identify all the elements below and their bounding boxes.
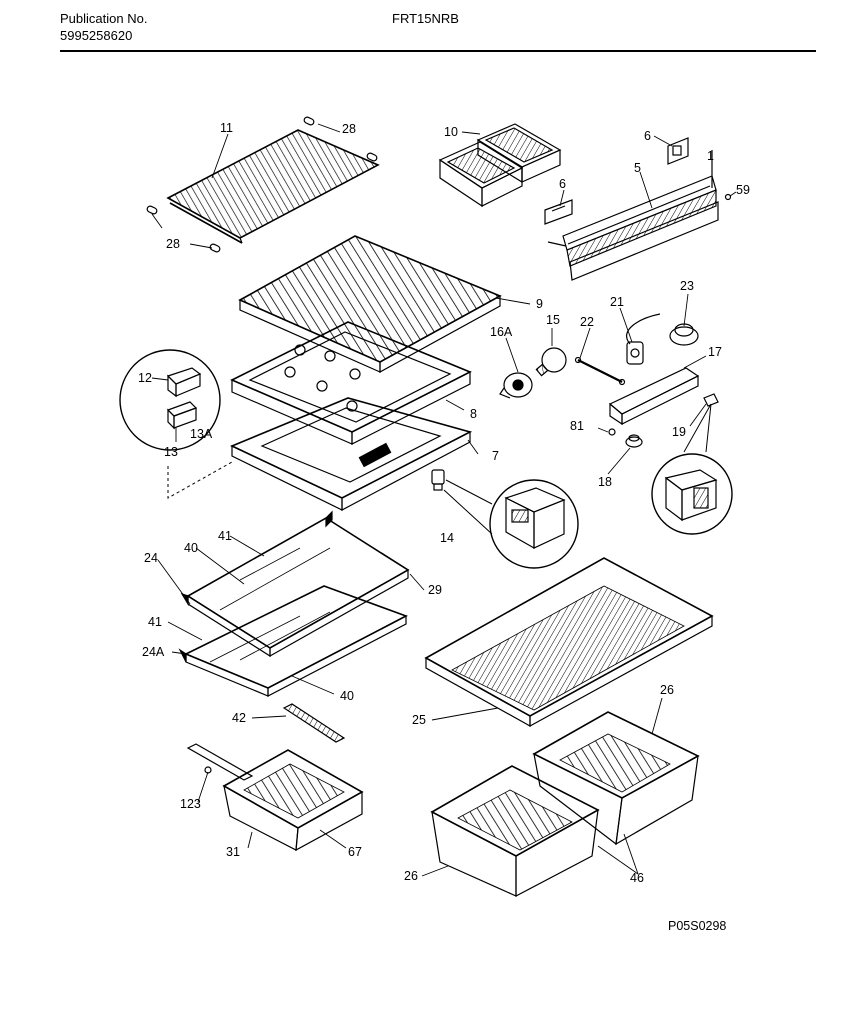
callout-16a: 16A <box>490 325 513 339</box>
shelf-clip <box>209 243 221 253</box>
callout-25: 25 <box>412 713 426 727</box>
callout-46: 46 <box>630 871 644 885</box>
thermostat-knob <box>669 323 699 346</box>
callout-21: 21 <box>610 295 624 309</box>
leader-lines <box>151 123 737 877</box>
lamp-socket <box>499 372 533 399</box>
glass-shelf-upper <box>180 510 410 658</box>
callout-41: 41 <box>218 529 232 543</box>
light-switch <box>626 313 661 365</box>
callout-18: 18 <box>598 475 612 489</box>
detail-circle-motor <box>489 479 579 569</box>
callout-31: 31 <box>226 845 240 859</box>
control-housing <box>608 367 700 426</box>
model-number: FRT15NRB <box>392 11 459 26</box>
callout-5: 5 <box>634 161 641 175</box>
callout-41: 41 <box>148 615 162 629</box>
freezer-floor-shelf <box>238 235 502 374</box>
screw <box>724 193 732 201</box>
screw <box>608 428 616 436</box>
light-switch-small <box>703 393 719 407</box>
publication-label: Publication No. <box>60 11 148 26</box>
callout-1: 1 <box>707 149 714 163</box>
callout-19: 19 <box>672 425 686 439</box>
control-cover-assembly <box>230 321 472 445</box>
callout-14: 14 <box>440 531 454 545</box>
publication-number: 5995258620 <box>60 28 133 43</box>
damper-control <box>166 367 202 430</box>
freezer-wire-shelf <box>166 129 380 244</box>
callout-26: 26 <box>660 683 674 697</box>
callout-13: 13 <box>164 445 178 459</box>
callout-11: 11 <box>220 121 233 135</box>
callout-67: 67 <box>348 845 362 859</box>
control-knob <box>625 434 643 448</box>
callout-24: 24 <box>144 551 158 565</box>
light-shield-bracket <box>667 137 689 165</box>
callout-40: 40 <box>184 541 198 555</box>
drawing-code: P05S0298 <box>668 919 727 933</box>
light-shield-bracket <box>544 199 573 225</box>
light-switch-detail <box>664 469 718 522</box>
damper-motor <box>431 469 445 491</box>
callout-24a: 24A <box>142 645 165 659</box>
callout-6: 6 <box>559 177 566 191</box>
crisper-rail <box>282 703 346 743</box>
detail-circle-damper <box>119 349 221 451</box>
callout-labels: 11 28 28 10 6 6 5 59 1 9 16A 15 22 21 23… <box>138 121 750 885</box>
leader-dashed <box>167 461 233 499</box>
shelf-clip <box>146 205 158 215</box>
callout-28: 28 <box>342 122 356 136</box>
detail-circle-switch <box>651 453 733 535</box>
callout-40: 40 <box>340 689 354 703</box>
meat-keeper-pan <box>222 749 364 852</box>
callout-9: 9 <box>536 297 543 311</box>
callout-59: 59 <box>736 183 750 197</box>
callout-22: 22 <box>580 315 594 329</box>
shelf-clip <box>366 152 378 162</box>
callout-13a: 13A <box>190 427 213 441</box>
callout-15: 15 <box>546 313 560 327</box>
callout-23: 23 <box>680 279 694 293</box>
callout-6: 6 <box>644 129 651 143</box>
ice-trays <box>438 123 562 208</box>
light-bulb <box>535 347 567 377</box>
shelf-clip <box>303 116 315 126</box>
header-rule <box>60 50 816 52</box>
callout-8: 8 <box>470 407 477 421</box>
pan-rail-assembly <box>186 743 254 781</box>
callout-7: 7 <box>492 449 499 463</box>
crisper-pan-right <box>532 711 700 846</box>
control-pan <box>230 397 473 511</box>
callout-81: 81 <box>570 419 584 433</box>
callout-123: 123 <box>180 797 201 811</box>
crisper-cover <box>424 557 714 728</box>
callout-17: 17 <box>708 345 722 359</box>
callout-10: 10 <box>444 125 458 139</box>
callout-42: 42 <box>232 711 246 725</box>
light-shield-assembly <box>547 150 719 281</box>
callout-29: 29 <box>428 583 442 597</box>
glass-shelf-lower <box>178 585 408 697</box>
callout-26: 26 <box>404 869 418 883</box>
callout-28: 28 <box>166 237 180 251</box>
crisper-pan-left <box>430 765 600 897</box>
callout-12: 12 <box>138 371 152 385</box>
damper-motor-detail <box>504 487 566 550</box>
thermostat-capillary <box>574 356 626 386</box>
